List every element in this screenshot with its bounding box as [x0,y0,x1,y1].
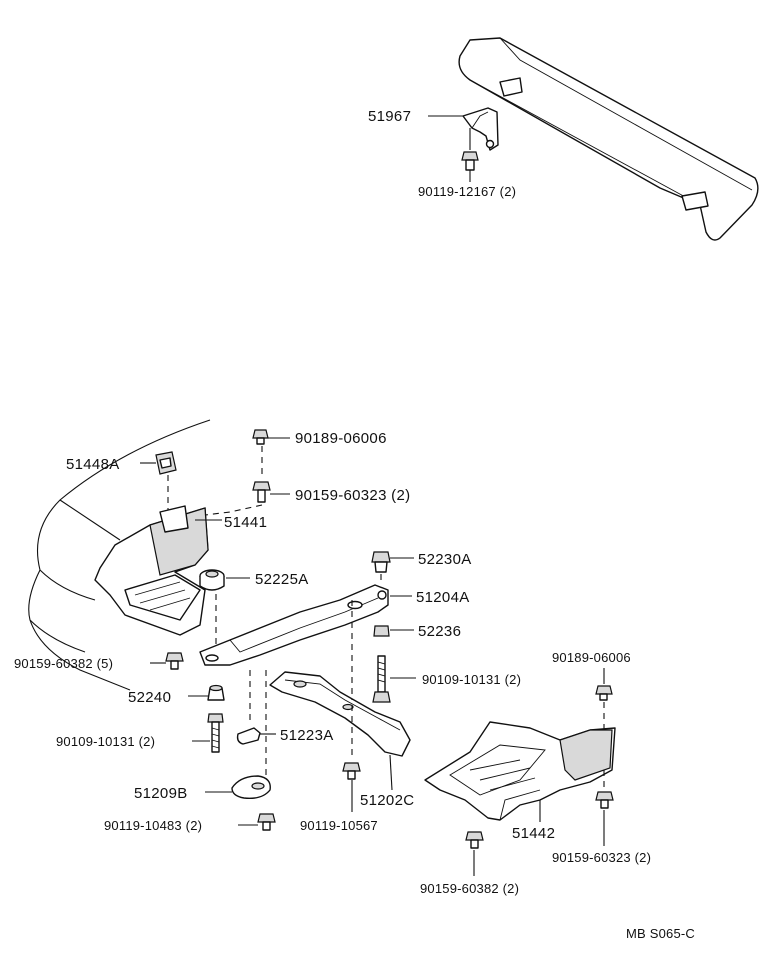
bolt-90159-60382-b [465,831,484,849]
label-51448A: 51448A [66,456,120,473]
label-90109-10131-b: 90109-10131 (2) [56,734,155,749]
label-51204A: 51204A [416,589,470,606]
engine-under-cover-51441 [94,505,209,636]
label-52225A: 52225A [255,571,309,588]
bolt-90159-60382-a [165,652,184,670]
screw-90189-06006-b [595,685,613,701]
washer-51209B [231,775,271,800]
label-90119-12167: 90119-12167 (2) [418,184,516,199]
label-52230A: 52230A [418,551,472,568]
cushion-52240 [207,684,225,701]
screw-90189-06006-a [252,429,269,445]
leader-51202C [389,754,393,791]
label-90119-10483: 90119-10483 (2) [104,818,202,833]
dash-90159-60323-a [204,504,263,516]
label-51223A: 51223A [280,727,334,744]
spacer-51223A [236,727,261,745]
label-90159-60382-b: 90159-60382 (2) [420,881,519,896]
label-90189-06006-a: 90189-06006 [295,430,387,447]
label-90119-10567: 90119-10567 [300,818,378,833]
label-90159-60323-b: 90159-60323 (2) [552,850,651,865]
cushion-52225A [199,569,225,591]
label-90159-60382-a: 90159-60382 (5) [14,656,113,671]
clip-51448A [155,451,177,475]
bolt-90119-10483 [257,813,276,831]
under-cover-51442 [424,721,616,821]
bolt-90109-10131-b [207,713,224,753]
label-52236: 52236 [418,623,461,640]
label-52240: 52240 [128,689,171,706]
label-51209B: 51209B [134,785,188,802]
bolt-90109-10131-a [372,655,391,703]
diagram-code: MB S065-C [626,926,695,941]
member-51202C [269,671,411,760]
label-51442: 51442 [512,825,555,842]
crossmember-51204A [199,584,389,666]
cushion-52230A [371,551,391,573]
label-51967: 51967 [368,108,411,125]
bolt-90119-10567 [342,762,361,780]
label-90109-10131-a: 90109-10131 (2) [422,672,521,687]
bolt-90159-60323-b [595,791,614,809]
label-90159-60323-a: 90159-60323 (2) [295,487,410,504]
bolt-90119-12167 [461,151,479,171]
label-51441: 51441 [224,514,267,531]
bolt-90159-60323-a [252,481,271,503]
bracket-51967 [462,107,499,151]
label-51202C: 51202C [360,792,414,809]
vehicle-body-outline [28,419,211,691]
cushion-52236 [373,625,390,637]
label-90189-06006-b: 90189-06006 [552,650,631,665]
rear-bumper-reinforcement [458,37,759,241]
